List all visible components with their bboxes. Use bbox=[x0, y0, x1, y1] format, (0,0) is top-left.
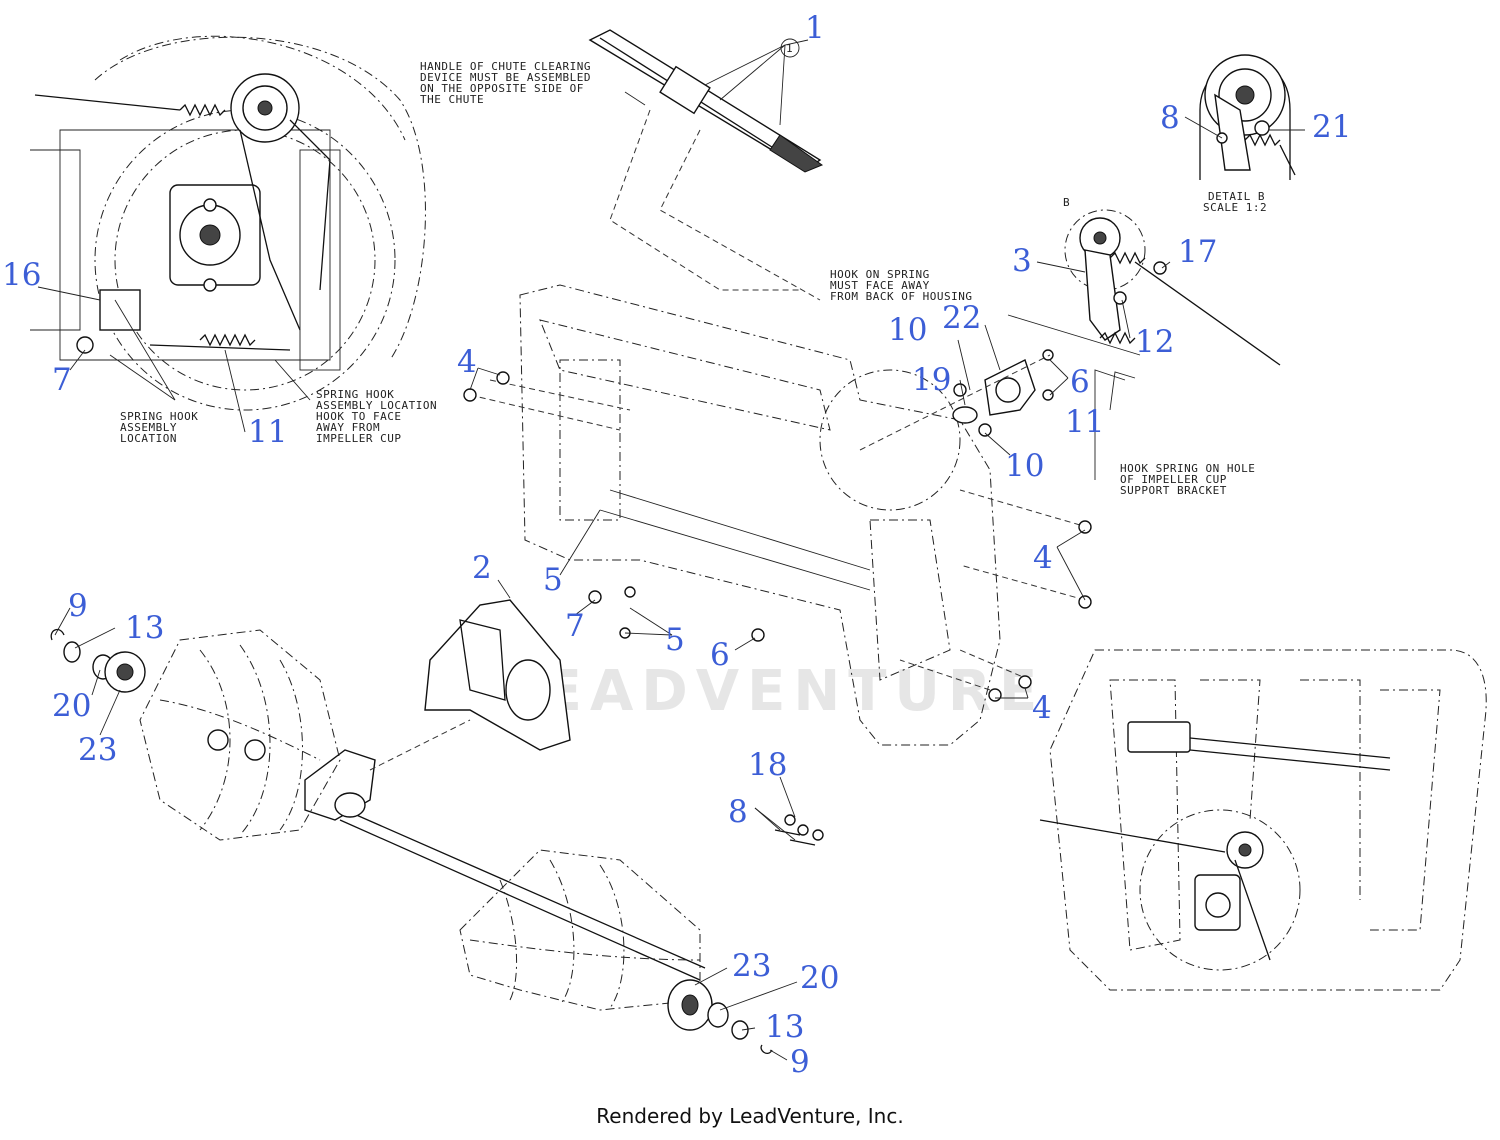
assembled-view bbox=[1039, 649, 1487, 991]
callout-4: 4 bbox=[1033, 540, 1053, 576]
note-spring-hook-location: SPRING HOOK ASSEMBLY LOCATION bbox=[120, 410, 198, 445]
idler-bracket bbox=[1064, 209, 1281, 366]
svg-text:SUPPORT BRACKET: SUPPORT BRACKET bbox=[1120, 484, 1227, 497]
svg-text:MUST FACE AWAY: MUST FACE AWAY bbox=[830, 279, 930, 292]
note-spring-face: HOOK ON SPRING MUST FACE AWAY FROM BACK … bbox=[830, 268, 972, 303]
callout-9: 9 bbox=[68, 588, 88, 624]
svg-text:IMPELLER CUP: IMPELLER CUP bbox=[316, 432, 401, 445]
callout-2: 2 bbox=[472, 550, 492, 586]
svg-text:HANDLE OF CHUTE CLEARING: HANDLE OF CHUTE CLEARING bbox=[420, 60, 591, 73]
callout-5: 5 bbox=[665, 622, 685, 658]
note-detail-b: DETAIL B SCALE 1:2 bbox=[1203, 190, 1267, 214]
svg-text:LOCATION: LOCATION bbox=[120, 432, 177, 445]
callout-13: 13 bbox=[765, 1009, 804, 1045]
callout-10: 10 bbox=[888, 312, 927, 348]
callout-18: 18 bbox=[748, 747, 787, 783]
svg-text:SPRING HOOK: SPRING HOOK bbox=[316, 388, 394, 401]
callout-11: 11 bbox=[248, 414, 287, 450]
note-chute-handle: HANDLE OF CHUTE CLEARING DEVICE MUST BE … bbox=[420, 60, 591, 106]
leader-lines bbox=[37, 39, 1305, 1061]
svg-text:SPRING HOOK: SPRING HOOK bbox=[120, 410, 198, 423]
callout-4: 4 bbox=[457, 344, 477, 380]
svg-text:HOOK TO FACE: HOOK TO FACE bbox=[316, 410, 401, 423]
auger-housing bbox=[469, 284, 1086, 746]
svg-text:HOOK ON SPRING: HOOK ON SPRING bbox=[830, 268, 930, 281]
svg-text:ON THE OPPOSITE SIDE OF: ON THE OPPOSITE SIDE OF bbox=[420, 82, 584, 95]
right-auger-spiral bbox=[459, 849, 701, 1011]
callout-7: 7 bbox=[52, 362, 72, 398]
svg-text:AWAY FROM: AWAY FROM bbox=[316, 421, 380, 434]
left-auger-spiral bbox=[139, 629, 341, 841]
svg-text:ASSEMBLY: ASSEMBLY bbox=[120, 421, 177, 434]
auger-assembly bbox=[304, 599, 706, 981]
callout-3: 3 bbox=[1012, 243, 1032, 279]
detail-ref-label: B bbox=[1063, 196, 1070, 209]
svg-text:SCALE 1:2: SCALE 1:2 bbox=[1203, 201, 1267, 214]
note-spring-hook-face: SPRING HOOK ASSEMBLY LOCATION HOOK TO FA… bbox=[316, 388, 437, 445]
callout-9: 9 bbox=[790, 1044, 810, 1080]
svg-text:HOOK SPRING ON HOLE: HOOK SPRING ON HOLE bbox=[1120, 462, 1255, 475]
callout-7: 7 bbox=[565, 608, 585, 644]
svg-text:THE CHUTE: THE CHUTE bbox=[420, 93, 484, 106]
svg-text:DEVICE MUST BE ASSEMBLED: DEVICE MUST BE ASSEMBLED bbox=[420, 71, 591, 84]
note-hook-spring: HOOK SPRING ON HOLE OF IMPELLER CUP SUPP… bbox=[1120, 462, 1255, 497]
callout-23: 23 bbox=[732, 948, 771, 984]
callout-16: 16 bbox=[2, 257, 41, 293]
detail-b-view bbox=[1199, 54, 1296, 180]
svg-text:FROM BACK OF HOUSING: FROM BACK OF HOUSING bbox=[830, 290, 972, 303]
callout-17: 17 bbox=[1178, 234, 1217, 270]
svg-text:ASSEMBLY LOCATION: ASSEMBLY LOCATION bbox=[316, 399, 437, 412]
footer-credit: Rendered by LeadVenture, Inc. bbox=[596, 1104, 904, 1128]
callout-5: 5 bbox=[543, 562, 563, 598]
callout-6: 6 bbox=[1070, 364, 1090, 400]
callout-8: 8 bbox=[1160, 100, 1180, 136]
callout-numbers: 1 2 3 4 4 4 5 5 6 6 7 7 8 8 9 9 10 10 11… bbox=[2, 10, 1351, 1080]
callout-13: 13 bbox=[125, 610, 164, 646]
impeller-belt-detail bbox=[30, 35, 426, 411]
callout-1: 1 bbox=[805, 10, 825, 46]
watermark-text: LEADVENTURE bbox=[500, 659, 1045, 724]
callout-11: 11 bbox=[1065, 404, 1104, 440]
callout-12: 12 bbox=[1135, 324, 1174, 360]
callout-22: 22 bbox=[942, 300, 981, 336]
callout-20: 20 bbox=[52, 688, 91, 724]
shear-pins bbox=[774, 814, 824, 846]
svg-text:DETAIL B: DETAIL B bbox=[1208, 190, 1265, 203]
callout-10: 10 bbox=[1005, 448, 1044, 484]
chute-clearing-tool bbox=[588, 29, 824, 301]
svg-text:1: 1 bbox=[786, 42, 793, 55]
callout-20: 20 bbox=[800, 960, 839, 996]
callout-8: 8 bbox=[728, 794, 748, 830]
callout-4: 4 bbox=[1032, 690, 1052, 726]
bearing-flange-group bbox=[859, 349, 1054, 451]
svg-text:OF IMPELLER CUP: OF IMPELLER CUP bbox=[1120, 473, 1227, 486]
callout-21: 21 bbox=[1312, 109, 1351, 145]
callout-23: 23 bbox=[78, 732, 117, 768]
circle-ref-1: 1 bbox=[780, 38, 800, 58]
callout-6: 6 bbox=[710, 637, 730, 673]
callout-19: 19 bbox=[912, 362, 951, 398]
right-end-hardware bbox=[667, 979, 773, 1054]
